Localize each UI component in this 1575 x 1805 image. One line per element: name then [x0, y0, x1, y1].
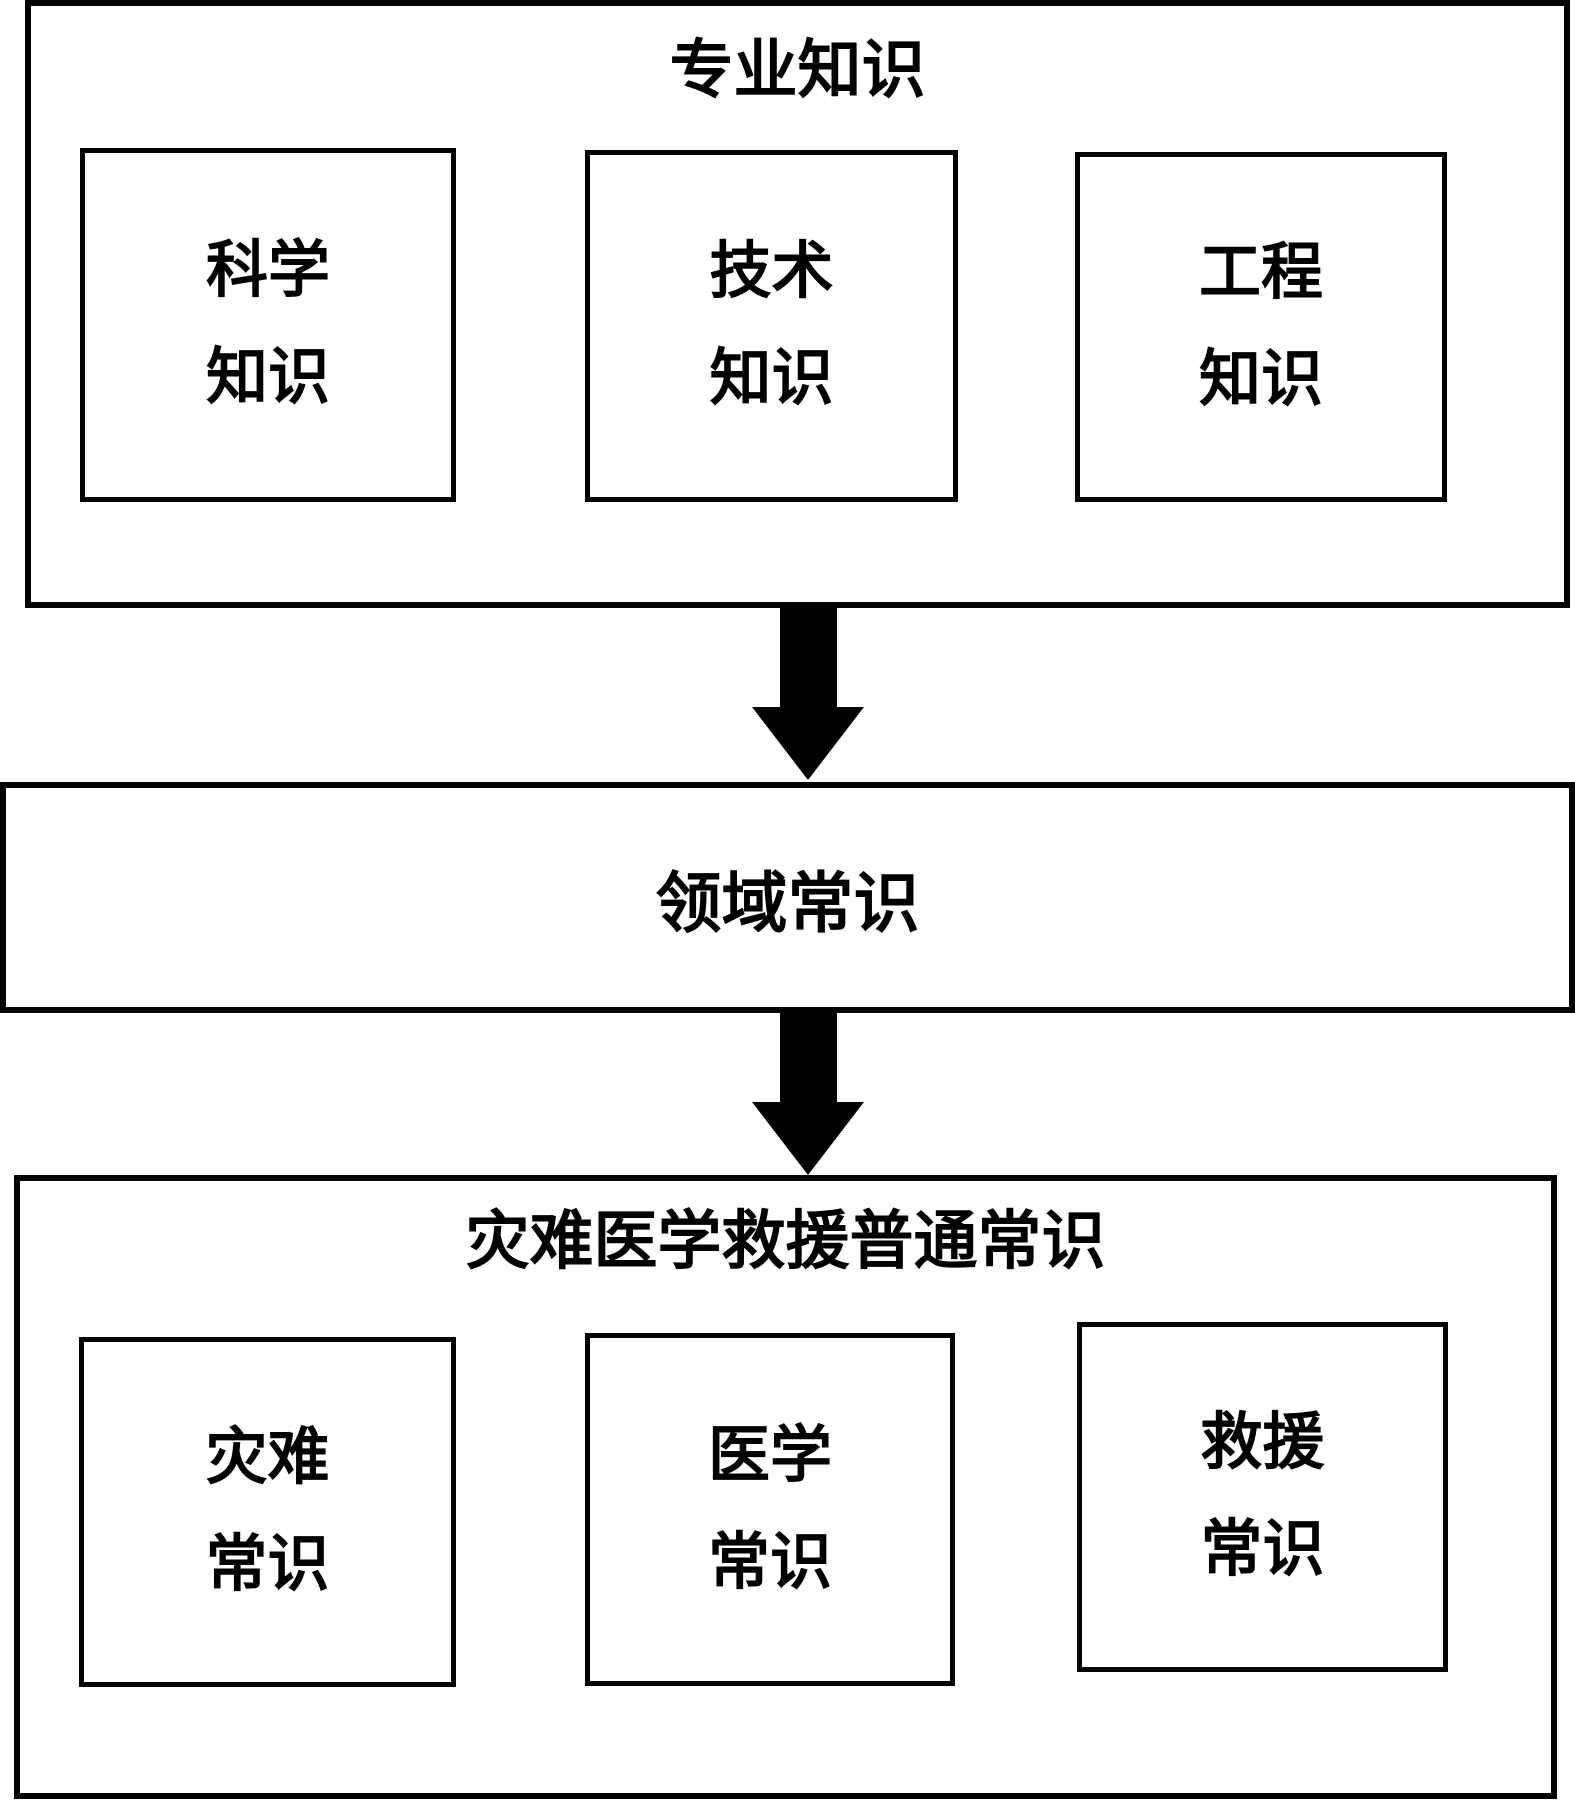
label-line: 灾难 [205, 1424, 330, 1493]
disaster-common-sense-label: 灾难 常识 [205, 1405, 329, 1618]
down-arrow-head [752, 707, 864, 780]
label-line: 技术 [709, 238, 834, 307]
label-line: 知识 [709, 345, 834, 413]
engineering-knowledge-label: 工程 知识 [1199, 220, 1323, 433]
domain-common-sense-band: 领域常识 [0, 782, 1575, 1013]
label-line: 常识 [707, 1528, 832, 1597]
down-arrow-head [752, 1102, 864, 1175]
top-section-title: 专业知识 [669, 35, 926, 106]
label-line: 医学 [707, 1421, 832, 1490]
label-line: 知识 [205, 344, 330, 412]
down-arrow-shaft [780, 606, 837, 707]
disaster-common-sense-box: 灾难 常识 [79, 1337, 456, 1687]
technology-knowledge-box: 技术 知识 [585, 150, 958, 502]
label-line: 知识 [1198, 346, 1323, 414]
rescue-common-sense-label: 救援 常识 [1200, 1390, 1324, 1603]
down-arrow-shaft [780, 1011, 837, 1102]
medical-common-sense-box: 医学 常识 [585, 1333, 955, 1686]
label-line: 科学 [205, 237, 330, 306]
label-line: 常识 [1200, 1516, 1325, 1584]
technology-knowledge-label: 技术 知识 [709, 219, 833, 432]
medical-common-sense-label: 医学 常识 [708, 1403, 832, 1616]
top-section-box: 专业知识 科学 知识 技术 知识 工程 知识 [25, 0, 1570, 608]
engineering-knowledge-box: 工程 知识 [1075, 152, 1447, 502]
label-line: 工程 [1198, 239, 1323, 308]
label-line: 常识 [205, 1531, 330, 1599]
science-knowledge-box: 科学 知识 [80, 148, 456, 502]
bottom-section-box: 灾难医学救援普通常识 灾难 常识 医学 常识 救援 常识 [14, 1175, 1557, 1799]
label-line: 救援 [1200, 1409, 1325, 1478]
rescue-common-sense-box: 救援 常识 [1077, 1322, 1448, 1672]
domain-common-sense-title: 领域常识 [655, 867, 920, 941]
science-knowledge-label: 科学 知识 [206, 218, 330, 431]
bottom-section-title: 灾难医学救援普通常识 [465, 1206, 1106, 1277]
